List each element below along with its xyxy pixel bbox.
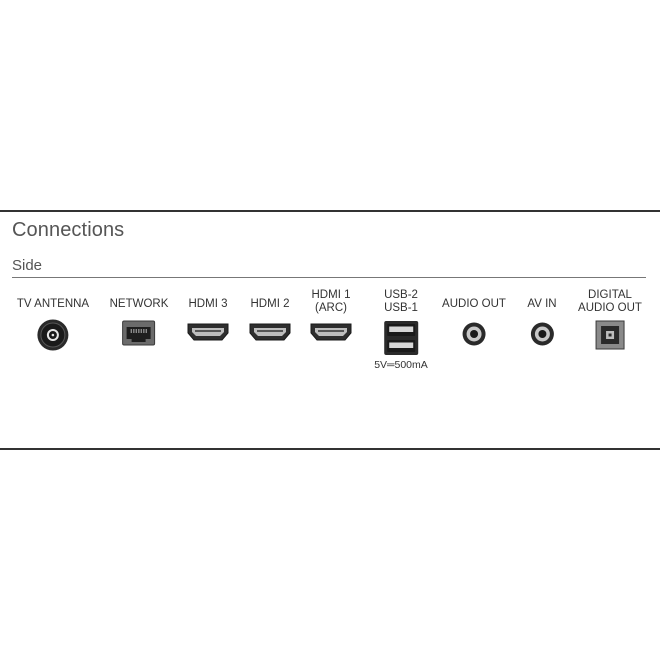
port-network: NETWORK [109, 298, 169, 346]
panel-title: Connections [12, 219, 125, 241]
ethernet-port-icon [122, 320, 156, 346]
port-label: HDMI 2 [250, 298, 290, 310]
port-hdmi-1-arc: HDMI 1 (ARC) [309, 289, 353, 342]
port-sublabel: USB-1 [384, 302, 418, 314]
port-sublabel: (ARC) [315, 302, 347, 314]
port-label: AUDIO OUT [442, 298, 506, 310]
port-hdmi-3: HDMI 3 [186, 298, 230, 342]
coax-connector-icon [37, 319, 69, 351]
hdmi-port-icon [249, 323, 291, 341]
audio-jack-icon [530, 322, 554, 346]
port-av-in: AV IN [527, 298, 557, 347]
port-hdmi-2: HDMI 2 [248, 298, 292, 342]
port-label: DIGITAL [588, 289, 632, 301]
optical-port-icon [595, 320, 625, 350]
section-heading: Side [12, 257, 43, 274]
port-label: HDMI 3 [188, 298, 228, 310]
connections-panel: Connections Side TV ANTENNA NETWORK [0, 210, 660, 450]
audio-jack-icon [462, 322, 486, 346]
port-label: HDMI 1 [311, 289, 351, 301]
hdmi-port-icon [310, 323, 352, 341]
port-label: TV ANTENNA [16, 298, 90, 310]
port-sublabel: AUDIO OUT [578, 302, 642, 314]
port-usb: USB-2 USB-1 5V═500mA [374, 289, 428, 371]
port-digital-audio-out: DIGITAL AUDIO OUT [578, 289, 642, 350]
port-label: NETWORK [109, 298, 169, 310]
port-tv-antenna: TV ANTENNA [17, 298, 89, 352]
section-divider [12, 277, 646, 278]
usb-dual-port-icon [384, 321, 418, 355]
port-label: USB-2 [384, 289, 418, 301]
port-audio-out: AUDIO OUT [442, 298, 506, 347]
usb-power-note: 5V═500mA [374, 359, 428, 371]
port-label: AV IN [527, 298, 557, 310]
hdmi-port-icon [187, 323, 229, 341]
